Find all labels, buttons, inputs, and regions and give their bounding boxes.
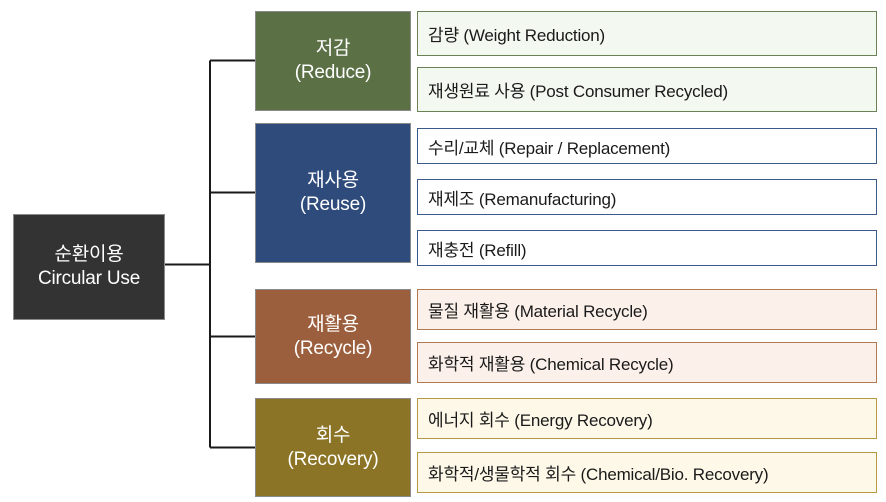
root-node-label-ko: 순환이용	[54, 244, 124, 266]
leaf-node-weight-reduction-label: 감량 (Weight Reduction)	[428, 26, 606, 45]
category-node-reduce-label-en: (Reduce)	[294, 62, 372, 83]
leaf-node-material-recycle: 물질 재활용 (Material Recycle)	[417, 289, 877, 330]
leaf-node-repair-replacement: 수리/교체 (Repair / Replacement)	[417, 128, 877, 164]
leaf-node-remanufacturing-label: 재제조 (Remanufacturing)	[428, 189, 617, 209]
leaf-node-energy-recovery: 에너지 회수 (Energy Recovery)	[417, 398, 877, 439]
leaf-node-remanufacturing: 재제조 (Remanufacturing)	[417, 179, 877, 215]
category-node-reduce-label-ko: 저감	[315, 38, 351, 60]
category-node-reuse-label-en: (Reuse)	[299, 194, 367, 215]
category-node-reduce: 저감 (Reduce)	[255, 11, 411, 111]
category-node-recovery-label-ko: 회수	[315, 424, 351, 446]
leaf-node-refill: 재충전 (Refill)	[417, 230, 877, 266]
root-node-label-en: Circular Use	[37, 268, 141, 289]
category-node-recycle-label-ko: 재활용	[307, 313, 359, 335]
leaf-node-post-consumer-recycled-label: 재생원료 사용 (Post Consumer Recycled)	[428, 82, 729, 101]
leaf-node-energy-recovery-label: 에너지 회수 (Energy Recovery)	[428, 411, 653, 430]
category-node-recovery-label-en: (Recovery)	[287, 448, 379, 470]
leaf-node-post-consumer-recycled: 재생원료 사용 (Post Consumer Recycled)	[417, 67, 877, 112]
leaf-node-chemical-recycle-label: 화학적 재활용 (Chemical Recycle)	[428, 355, 674, 374]
leaf-node-material-recycle-label: 물질 재활용 (Material Recycle)	[428, 302, 648, 321]
leaf-node-weight-reduction: 감량 (Weight Reduction)	[417, 11, 877, 56]
category-node-recycle-label-en: (Recycle)	[293, 337, 373, 359]
leaf-node-chemical-recycle: 화학적 재활용 (Chemical Recycle)	[417, 342, 877, 383]
category-node-reuse: 재사용 (Reuse)	[255, 123, 411, 263]
category-node-recycle: 재활용 (Recycle)	[255, 289, 411, 384]
category-node-recovery: 회수 (Recovery)	[255, 398, 411, 497]
leaf-node-chemical-bio-recovery-label: 화학적/생물학적 회수 (Chemical/Bio. Recovery)	[428, 465, 769, 484]
leaf-node-chemical-bio-recovery: 화학적/생물학적 회수 (Chemical/Bio. Recovery)	[417, 452, 877, 493]
category-node-reuse-label-ko: 재사용	[307, 170, 359, 192]
leaf-node-refill-label: 재충전 (Refill)	[428, 240, 527, 260]
root-node-circular-use: 순환이용 Circular Use	[13, 214, 165, 320]
leaf-node-repair-replacement-label: 수리/교체 (Repair / Replacement)	[428, 138, 671, 158]
